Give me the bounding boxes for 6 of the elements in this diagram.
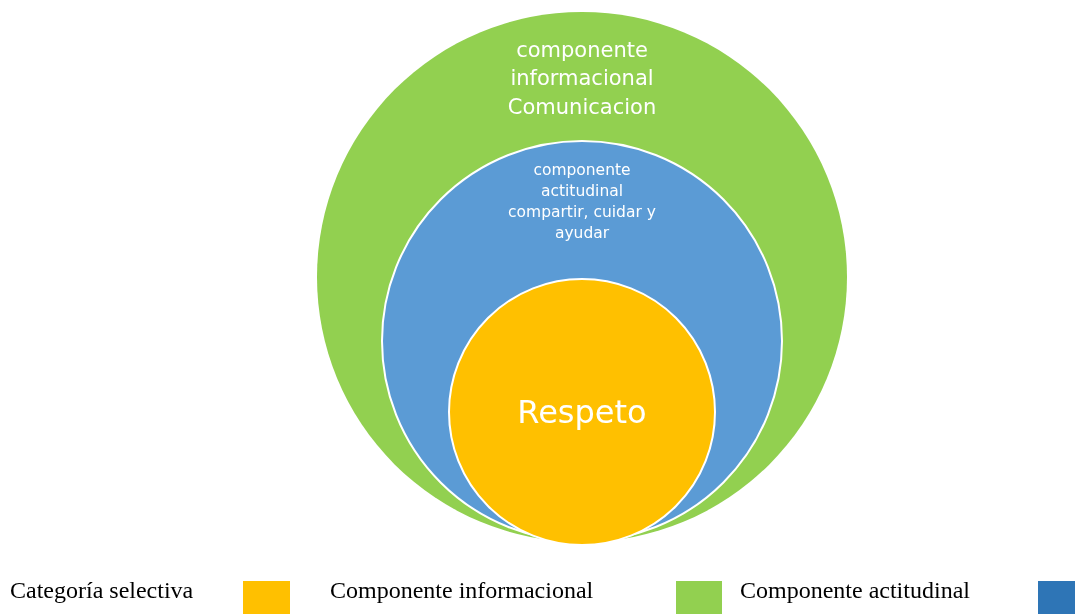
circle-label: componente informacional Comunicacion: [506, 37, 658, 121]
legend-label: Componente actitudinal: [740, 577, 970, 604]
legend-label: Categoría selectiva: [10, 577, 194, 604]
legend-label: Componente informacional: [330, 577, 594, 604]
circle-label: Respeto: [516, 392, 648, 432]
circle-label: componente actitudinal compartir, cuidar y ayudar: [507, 160, 657, 244]
